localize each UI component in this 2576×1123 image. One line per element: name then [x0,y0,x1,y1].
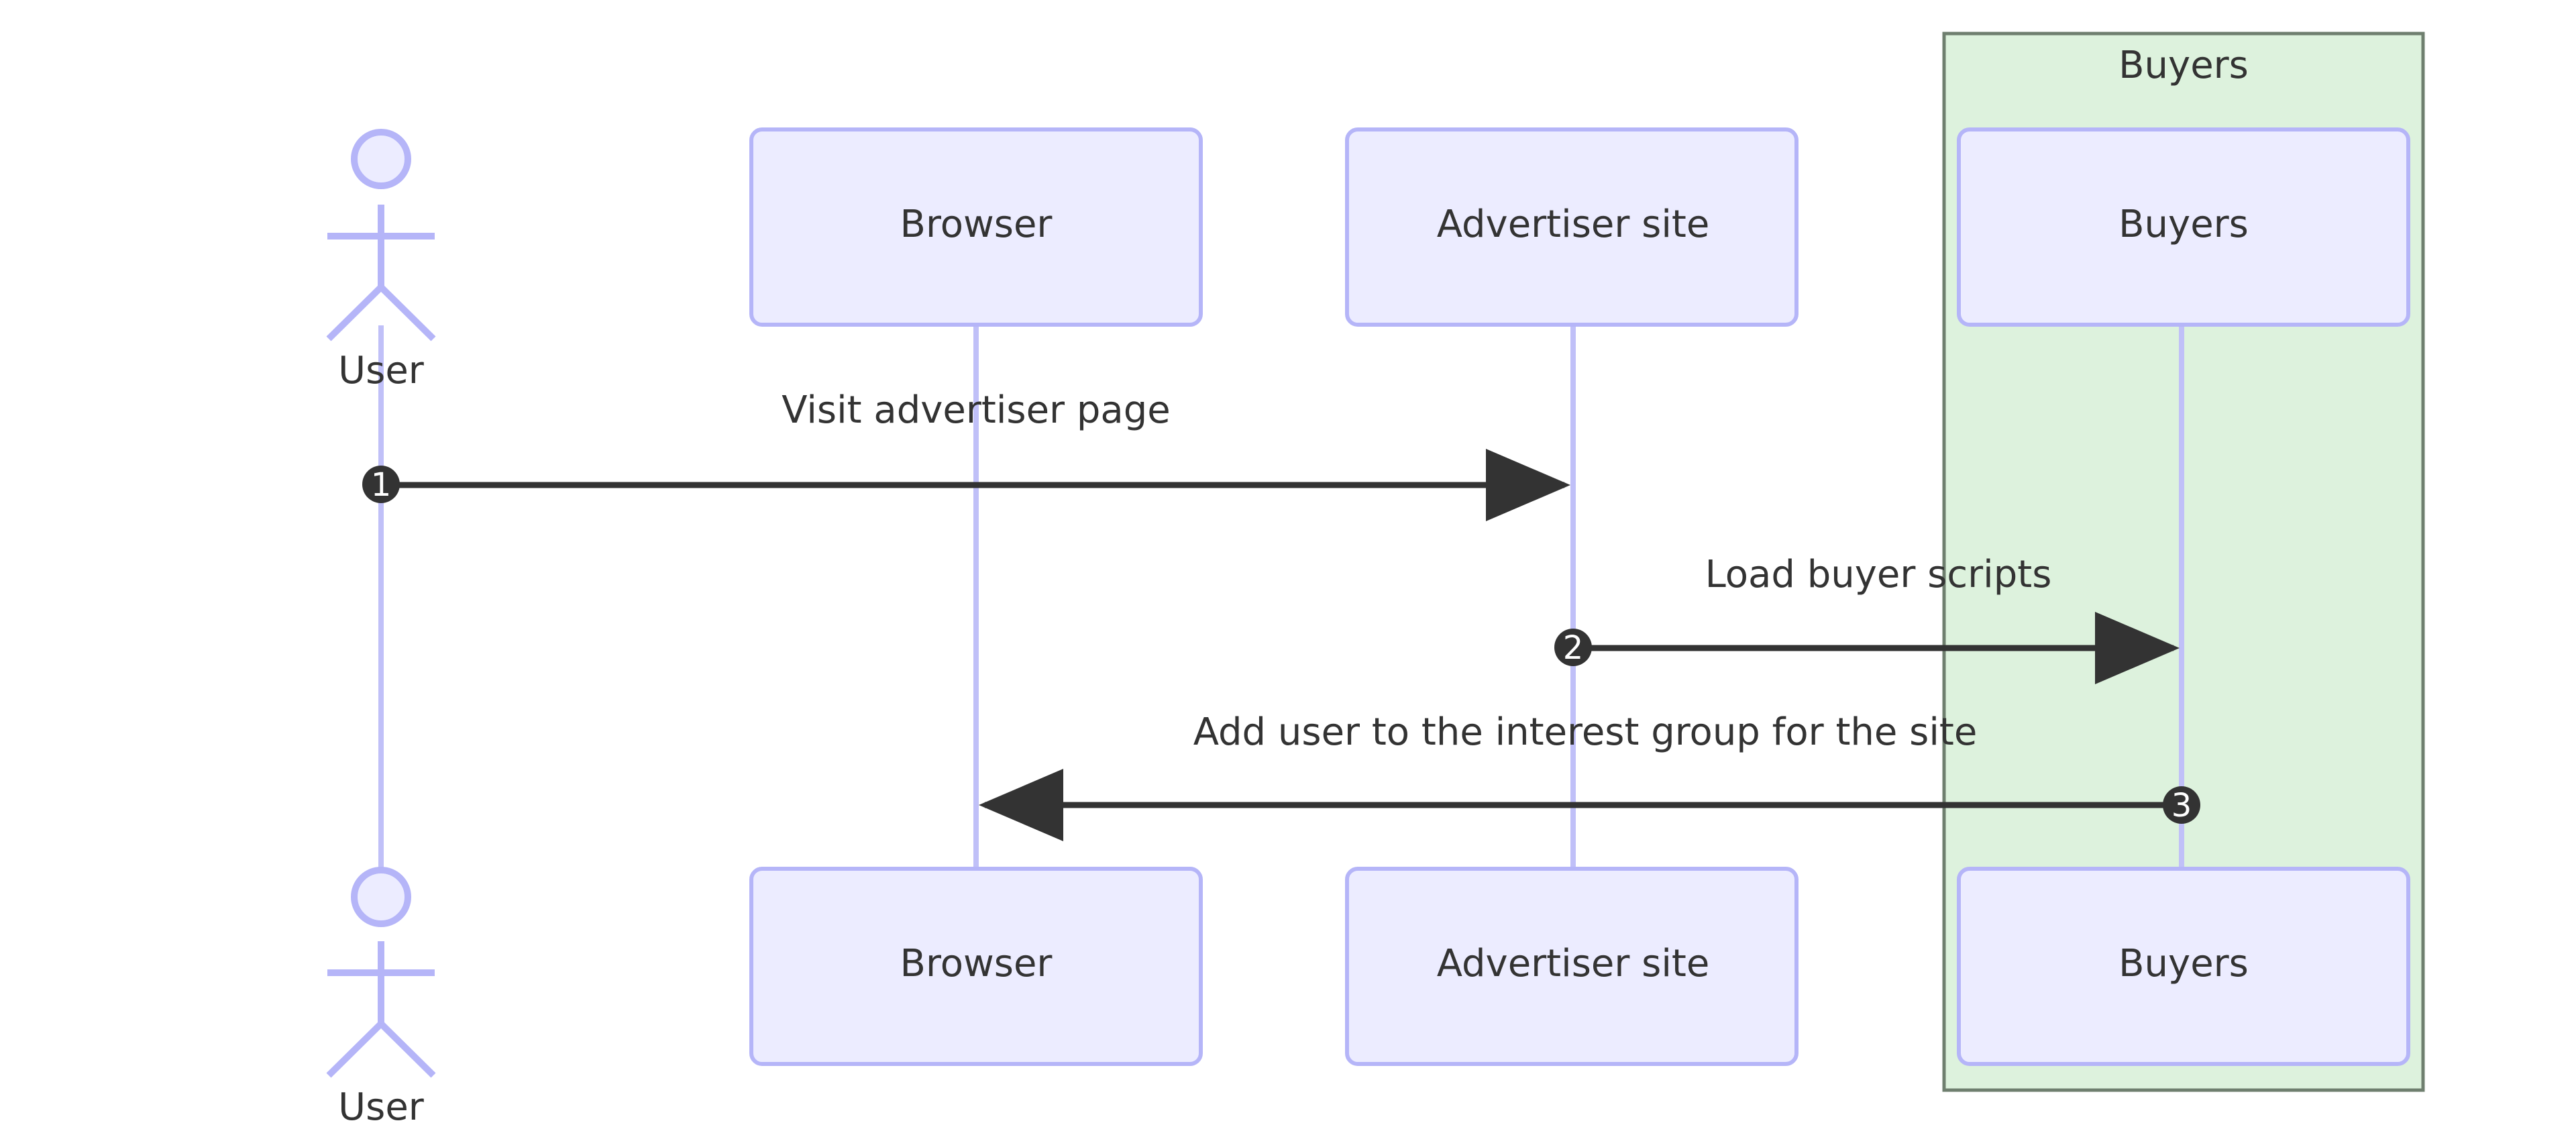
actor-left-leg [326,1021,384,1078]
message-3[interactable]: Add user to the interest group for the s… [979,710,2200,841]
message-2[interactable]: Load buyer scripts 2 [1554,553,2180,684]
message-1[interactable]: Visit advertiser page 1 [362,388,1570,521]
participant-buyers-top[interactable]: Buyers [1957,127,2410,327]
message-2-label: Load buyer scripts [1705,553,2052,596]
message-1-label: Visit advertiser page [782,388,1170,432]
actor-right-leg [378,284,436,341]
participant-advertiser-bottom[interactable]: Advertiser site [1345,867,1799,1066]
participant-box-rect [1957,867,2410,1066]
participant-box-rect [749,867,1203,1066]
participant-label-browser-top: Browser [900,203,1053,246]
message-2-seq-number: 2 [1563,629,1584,667]
actor-user-top[interactable]: User [326,129,436,392]
participant-label-browser-bottom: Browser [900,942,1053,985]
actor-head-icon [351,867,411,927]
participant-box-rect [1345,867,1799,1066]
participant-label-advertiser-bottom: Advertiser site [1437,942,1710,985]
actor-user-bottom[interactable]: User [326,867,436,1123]
message-2-seq-badge [1554,629,1592,666]
actor-head-icon [351,129,411,189]
participant-label-buyers-top: Buyers [2118,203,2249,246]
message-1-seq-badge [362,466,400,503]
participant-advertiser-top[interactable]: Advertiser site [1345,127,1799,327]
message-3-label: Add user to the interest group for the s… [1193,710,1978,754]
actor-label-user-top: User [338,349,425,392]
participant-browser-top[interactable]: Browser [749,127,1203,327]
participant-browser-bottom[interactable]: Browser [749,867,1203,1066]
message-3-seq-number: 3 [2171,787,2192,824]
participant-buyers-bottom[interactable]: Buyers [1957,867,2410,1066]
participant-box-rect [749,127,1203,327]
message-3-seq-badge [2163,786,2200,824]
actor-left-leg [326,284,384,341]
group-box-title: Buyers [2118,44,2249,87]
actor-label-user-bottom: User [338,1085,425,1123]
participant-box-rect [1345,127,1799,327]
actor-right-leg [378,1021,436,1078]
message-1-seq-number: 1 [371,466,392,504]
participant-box-rect [1957,127,2410,327]
lifelines [378,325,2184,869]
participant-label-advertiser-top: Advertiser site [1437,203,1710,246]
participant-label-buyers-bottom: Buyers [2118,942,2249,985]
